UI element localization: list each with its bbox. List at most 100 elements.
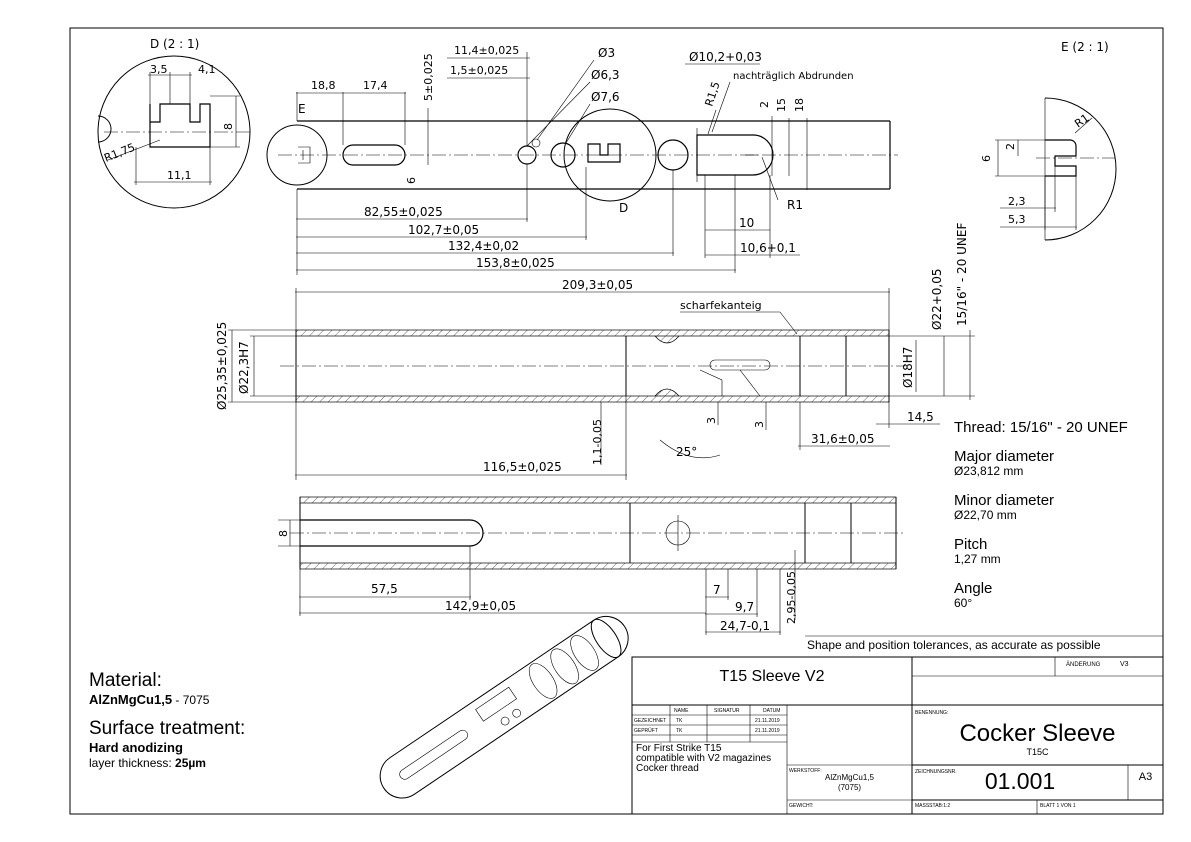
- thread-pitch-label: Pitch: [954, 536, 988, 553]
- label-d: D: [619, 201, 628, 215]
- material-suffix: - 7075: [172, 693, 210, 707]
- detail-e-5-3: 5,3: [1008, 213, 1026, 226]
- checked-name: TK: [676, 728, 683, 734]
- change-value: V3: [1120, 661, 1129, 668]
- dim-1-5: 1,5±0,025: [450, 64, 508, 77]
- dim-6-slot: 6: [405, 177, 418, 184]
- material-name-line: AlZnMgCu1,5 - 7075: [89, 692, 245, 708]
- dim-dia7-6: Ø7,6: [591, 90, 620, 104]
- part-name: Cocker Sleeve: [959, 720, 1116, 747]
- dim-14-5: 14,5: [907, 410, 934, 424]
- dim-3b: 3: [753, 421, 766, 428]
- tolerance-note: Shape and position tolerances, as accura…: [807, 638, 1101, 652]
- dim-18: 18: [793, 98, 806, 112]
- tb-material-value: AlZnMgCu1,5: [825, 773, 874, 782]
- detail-e-r1: R1: [1072, 111, 1091, 130]
- dim-15: 15: [775, 98, 788, 112]
- dim-dia25-35: Ø25,35±0,025: [215, 322, 229, 410]
- thread-angle-value: 60°: [954, 596, 973, 610]
- thread-minor-value: Ø22,70 mm: [954, 508, 1017, 522]
- label-e: E: [298, 102, 306, 116]
- sheet-count: BLATT 1 VON 1: [1040, 803, 1076, 809]
- surface-thickness-value: 25µm: [175, 756, 206, 770]
- dim-9-7: 9,7: [735, 600, 754, 614]
- dim-7: 7: [713, 583, 721, 597]
- thread-heading: Thread: 15/16" - 20 UNEF: [954, 419, 1128, 436]
- designation-label: BENENNUNG:: [915, 710, 949, 716]
- material-title: Material:: [89, 670, 162, 691]
- checked-date: 21.11.2019: [755, 728, 780, 734]
- note-nachtraeglich: nachträglich Abdrunden: [733, 71, 854, 82]
- row-checked: GEPRÜFT: [634, 728, 658, 734]
- desc-line-2: compatible with V2 magazines: [636, 753, 772, 764]
- part-code: T15C: [1026, 747, 1049, 757]
- row-drawn: GEZEICHNET: [634, 718, 667, 724]
- thread-notes: Thread: 15/16" - 20 UNEF Major diameter …: [954, 420, 1128, 625]
- scale: MASSSTAB:1:2: [915, 803, 951, 809]
- dim-r1-5: R1,5: [702, 80, 722, 108]
- dim-8-detail: 8: [222, 123, 235, 130]
- sheet-border: [69, 27, 1164, 815]
- thread-major-value: Ø23,812 mm: [954, 464, 1024, 478]
- dim-dia3: Ø3: [598, 46, 615, 60]
- section-view: 209,3±0,05 scharfekanteig Ø25,35±0,025 Ø…: [215, 223, 975, 480]
- isometric-view: [379, 615, 629, 799]
- thread-angle-label: Angle: [954, 580, 993, 597]
- material-name: AlZnMgCu1,5: [89, 692, 173, 707]
- dim-2: 2: [758, 101, 771, 108]
- dim-82-55: 82,55±0,025: [364, 205, 443, 219]
- dim-31-6: 31,6±0,05: [811, 432, 875, 446]
- desc-line-1: For First Strike T15: [636, 743, 722, 754]
- dim-3-5: 3,5: [150, 63, 168, 76]
- dim-2-95: 2,95-0,05: [785, 571, 798, 624]
- dim-11-1: 11,1: [167, 169, 192, 182]
- dim-132-4: 132,4±0,02: [448, 239, 519, 253]
- col-date: DATUM: [763, 708, 781, 714]
- dim-unef: 15/16" - 20 UNEF: [955, 223, 969, 326]
- dim-dia18: Ø18H7: [901, 347, 915, 388]
- tb-material-code: (7075): [837, 783, 862, 792]
- title-block-title: T15 Sleeve V2: [719, 668, 825, 685]
- detail-d: D (2 : 1) 3,5 4,1 8 R1,75 11,1: [97, 37, 251, 209]
- dim-8-bottom: 8: [277, 530, 290, 537]
- detail-e-2-3: 2,3: [1008, 195, 1026, 208]
- detail-e-title: E (2 : 1): [1061, 40, 1109, 54]
- detail-e-2: 2: [1004, 143, 1017, 150]
- material-notes: Material: AlZnMgCu1,5 - 7075 Surface tre…: [89, 670, 245, 770]
- dim-dia22-3: Ø22,3H7: [237, 341, 251, 394]
- dim-25deg: 25°: [676, 445, 697, 459]
- surface-name: Hard anodizing: [89, 740, 183, 755]
- dim-1-1: 1,1-0,05: [591, 419, 604, 465]
- col-name: NAME: [674, 708, 689, 714]
- dim-116-5: 116,5±0,025: [483, 460, 562, 474]
- weight-label: GEWICHT:: [789, 803, 814, 809]
- detail-e-6: 6: [980, 155, 993, 162]
- thread-minor-label: Minor diameter: [954, 492, 1055, 509]
- drawn-name: TK: [676, 718, 683, 724]
- dim-dia10-2: Ø10,2+0,03: [689, 50, 762, 64]
- dim-57-5: 57,5: [371, 582, 398, 596]
- drawing-no: 01.001: [984, 768, 1056, 794]
- desc-line-3: Cocker thread: [636, 763, 699, 774]
- dim-102-7: 102,7±0,05: [408, 223, 479, 237]
- title-block: [631, 635, 1164, 815]
- dim-dia6-3: Ø6,3: [591, 68, 620, 82]
- dim-10: 10: [739, 216, 754, 230]
- col-signature: SIGNATUR: [714, 708, 740, 714]
- surface-thickness-line: layer thickness: 25µm: [89, 756, 245, 770]
- dim-24-7: 24,7-0,1: [720, 619, 770, 633]
- thread-major-label: Major diameter: [954, 448, 1055, 465]
- dim-209-3: 209,3±0,05: [562, 278, 633, 292]
- thread-pitch-value: 1,27 mm: [954, 552, 1001, 566]
- note-scharfkantig: scharfekanteig: [680, 299, 762, 312]
- drawing-no-label: ZEICHNUNGSNR.: [915, 769, 957, 775]
- surface-thickness-label: layer thickness:: [89, 756, 176, 770]
- change-label: ÄNDERUNG: [1066, 662, 1101, 668]
- material-label: WERKSTOFF:: [789, 768, 822, 774]
- dim-5-0025: 5±0,025: [422, 53, 435, 101]
- dim-11-4: 11,4±0,025: [454, 44, 519, 57]
- dim-3a: 3: [705, 417, 718, 424]
- dim-r1-75: R1,75: [102, 141, 137, 165]
- sheet-size: A3: [1138, 771, 1153, 783]
